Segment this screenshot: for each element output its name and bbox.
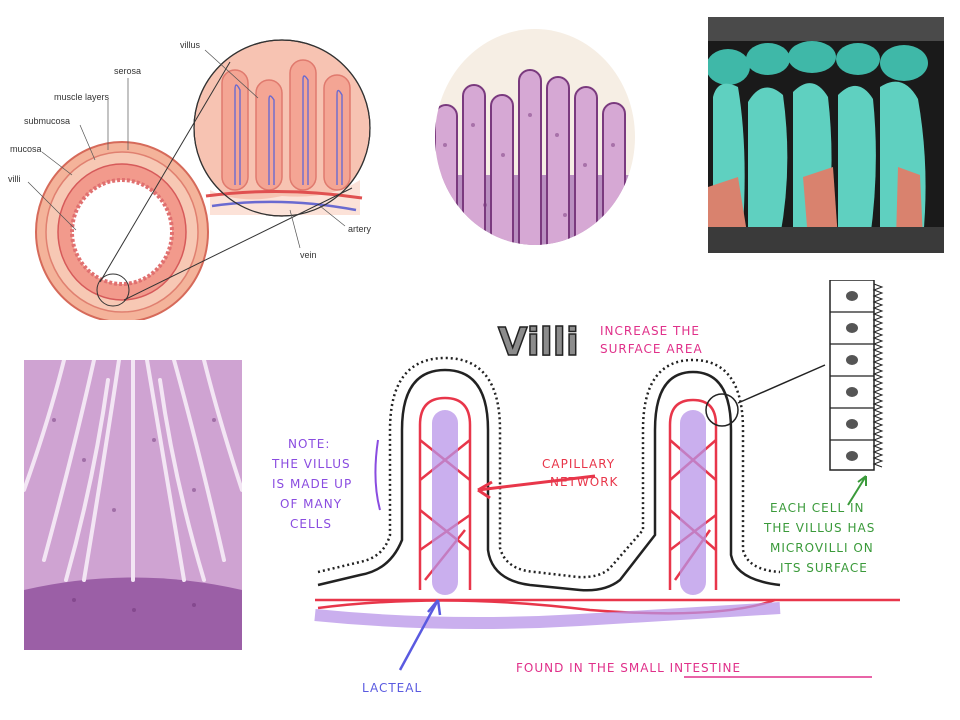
villi-epithelium-outline: [317, 356, 781, 592]
lacteal-label: LACTEAL: [362, 681, 422, 695]
note-line2: THE VILLUS: [271, 457, 351, 471]
note-line5: CELLS: [290, 517, 332, 531]
cell-note-line1: EACH CELL IN: [770, 501, 864, 515]
intestine-anatomy-diagram: villus serosa muscle layers submucosa mu…: [0, 0, 400, 320]
note-line1: NOTE:: [288, 437, 330, 451]
epithelial-cell-stack: [829, 280, 884, 471]
label-artery: artery: [348, 224, 372, 234]
label-submucosa: submucosa: [24, 116, 70, 126]
title-note-line1: INCREASE THE: [600, 324, 700, 338]
cell-note-line2: THE VILLUS HAS: [763, 521, 875, 535]
sketch-title: Villi: [498, 320, 579, 364]
label-villi: villi: [8, 174, 21, 184]
label-villus: villus: [180, 40, 201, 50]
villus-magnified-view: [193, 39, 371, 217]
label-serosa: serosa: [114, 66, 141, 76]
histology-micrograph-round: [425, 25, 645, 255]
histology-micrograph-rect: [24, 360, 242, 650]
cell-note-line3: MICROVILLI ON: [770, 541, 874, 555]
label-mucosa: mucosa: [10, 144, 42, 154]
sem-villi-image: [708, 17, 944, 253]
label-muscle-layers: muscle layers: [54, 92, 110, 102]
note-line4: OF MANY: [280, 497, 342, 511]
lacteal-vessel: [314, 410, 781, 630]
villi-sketch-diagram: Villi INCREASE THE SURFACE AREA NOTE: TH…: [260, 280, 950, 710]
found-label: FOUND IN THE SMALL INTESTINE: [516, 661, 741, 675]
capillary-label-line2: NETWORK: [550, 475, 619, 489]
note-line3: IS MADE UP: [272, 477, 352, 491]
cell-note-line4: ITS SURFACE: [780, 561, 868, 575]
intestine-cross-section: [35, 141, 209, 320]
label-vein: vein: [300, 250, 317, 260]
title-note-line2: SURFACE AREA: [600, 342, 703, 356]
capillary-label-line1: CAPILLARY: [542, 457, 615, 471]
